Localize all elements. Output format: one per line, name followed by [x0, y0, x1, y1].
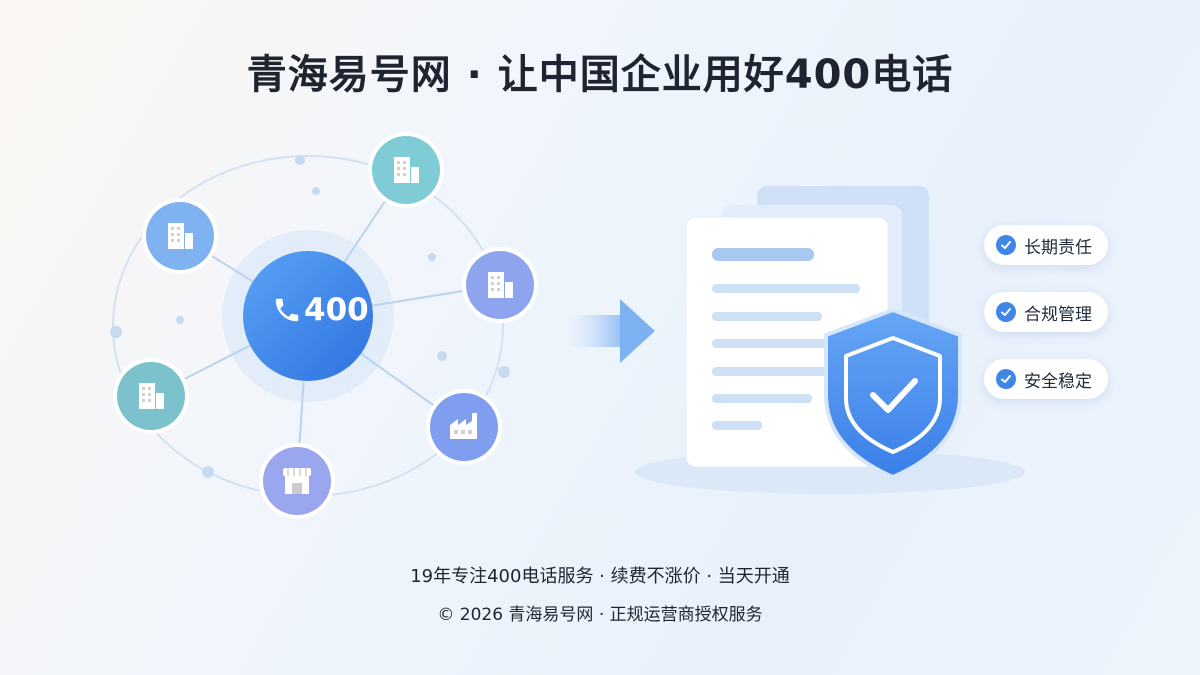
badge-label: 合规管理 [1024, 304, 1092, 325]
badge-long-term-responsibility: 长期责任 [984, 225, 1108, 265]
node-factory [426, 389, 502, 465]
hub-label: 400 [304, 292, 369, 328]
node-office-building [142, 198, 218, 274]
node-office-building [368, 132, 444, 208]
footer-tagline: 19年专注400电话服务 · 续费不涨价 · 当天开通 [410, 566, 790, 587]
node-storefront [259, 443, 335, 519]
arrow-icon [565, 299, 655, 363]
check-icon [996, 302, 1016, 322]
phone-icon [275, 298, 299, 322]
factory-icon [450, 413, 477, 439]
storefront-icon [283, 468, 311, 494]
page-title: 青海易号网 · 让中国企业用好400电话 [246, 52, 954, 98]
hub-label-group: 400 [272, 292, 369, 328]
check-icon [996, 235, 1016, 255]
badge-label: 长期责任 [1024, 237, 1092, 258]
office-building-icon [139, 383, 164, 409]
shield-check-icon [824, 307, 962, 480]
network-diagram [110, 155, 510, 497]
badge-label: 安全稳定 [1024, 371, 1092, 392]
network-nodes [113, 132, 538, 519]
node-office-building [113, 358, 189, 434]
hub-400 [243, 251, 373, 381]
office-building-icon [394, 157, 419, 183]
office-building-icon [488, 272, 513, 298]
node-office-building [462, 247, 538, 323]
badge-security-stability: 安全稳定 [984, 359, 1108, 399]
footer-copyright: © 2026 青海易号网 · 正规运营商授权服务 [437, 605, 763, 625]
office-building-icon [168, 223, 193, 249]
decorative-dots [110, 155, 510, 478]
badge-compliance-management: 合规管理 [984, 292, 1108, 332]
check-icon [996, 369, 1016, 389]
